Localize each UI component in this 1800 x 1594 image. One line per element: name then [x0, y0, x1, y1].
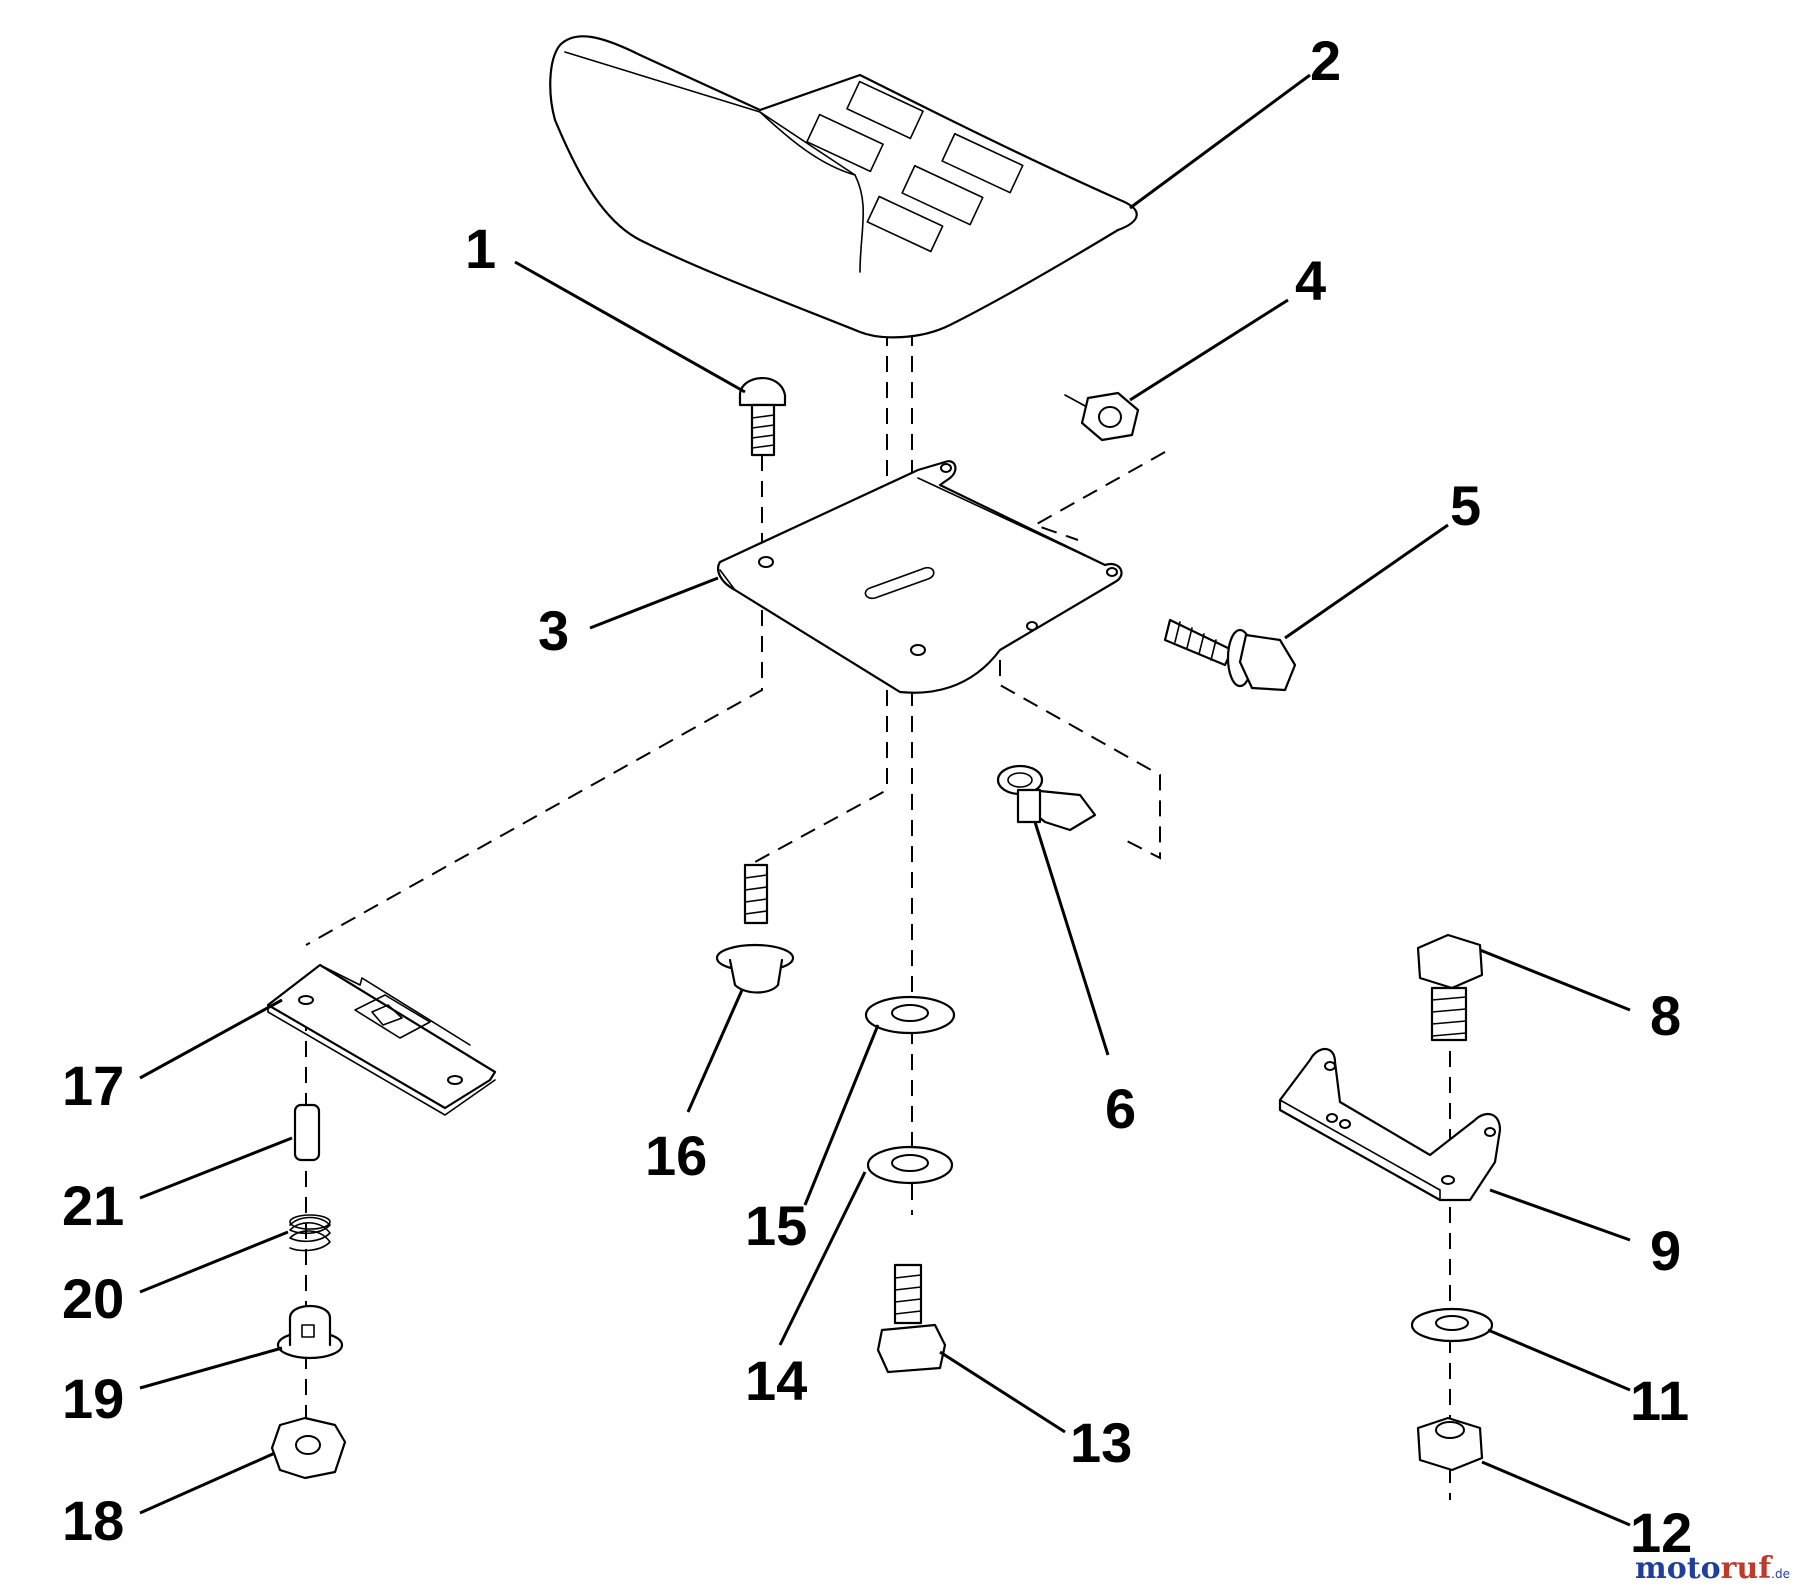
shoulder-bolt-part [715, 863, 795, 994]
washer-part [1410, 1307, 1494, 1343]
svg-text:motoruf.de: motoruf.de [1635, 1551, 1790, 1586]
callout-14: 14 [745, 1349, 807, 1412]
wm-u: u [1736, 1551, 1758, 1586]
callout-3: 3 [538, 599, 569, 662]
callout-18: 18 [62, 1489, 124, 1552]
callout-5: 5 [1450, 474, 1481, 537]
bolt-part [876, 1263, 947, 1374]
callout-6: 6 [1105, 1077, 1136, 1140]
spring-part [289, 1214, 331, 1252]
callout-4: 4 [1295, 249, 1326, 312]
seat-bracket-part [717, 460, 1123, 694]
flat-washer-part [864, 995, 956, 1035]
wm-suffix: .de [1771, 1567, 1790, 1581]
callout-1: 1 [465, 217, 496, 280]
angle-bracket-part [1278, 1047, 1502, 1202]
wm-f: f [1758, 1551, 1773, 1586]
hex-nut-part [1064, 391, 1140, 442]
callout-17: 17 [62, 1054, 124, 1117]
callout-8: 8 [1650, 984, 1681, 1047]
wm-o1: o [1667, 1551, 1687, 1586]
cap-screw-part [1416, 933, 1484, 1042]
wm-m: m [1635, 1551, 1667, 1586]
callout-20: 20 [62, 1267, 124, 1330]
callout-2: 2 [1310, 29, 1341, 92]
wire-clip-part [996, 764, 1097, 832]
carriage-bolt-part [738, 377, 787, 457]
callout-16: 16 [645, 1124, 707, 1187]
watermark-logo: motoruf.de [1635, 1551, 1790, 1586]
hex-bolt-part [1163, 618, 1297, 692]
lock-washer-part [866, 1145, 954, 1185]
callout-19: 19 [62, 1367, 124, 1430]
flange-nut-part [270, 1416, 347, 1480]
slide-plate-part [266, 963, 497, 1116]
pin-part [293, 1103, 321, 1162]
wm-t: t [1687, 1551, 1701, 1586]
callout-12: 12 [1630, 1501, 1692, 1564]
callout-9: 9 [1650, 1219, 1681, 1282]
wm-r: r [1721, 1551, 1738, 1586]
knob-part [276, 1305, 344, 1360]
lock-nut-part [1416, 1416, 1484, 1472]
callout-11: 11 [1630, 1369, 1689, 1432]
callout-13: 13 [1070, 1411, 1132, 1474]
seat-part [549, 35, 1138, 339]
callout-21: 21 [62, 1174, 124, 1237]
callout-labels: 1 2 3 4 5 6 8 9 11 12 13 14 15 16 17 18 … [62, 29, 1692, 1564]
callout-15: 15 [745, 1194, 807, 1257]
wm-o2: o [1701, 1551, 1721, 1586]
leader-lines [139, 73, 1631, 1527]
